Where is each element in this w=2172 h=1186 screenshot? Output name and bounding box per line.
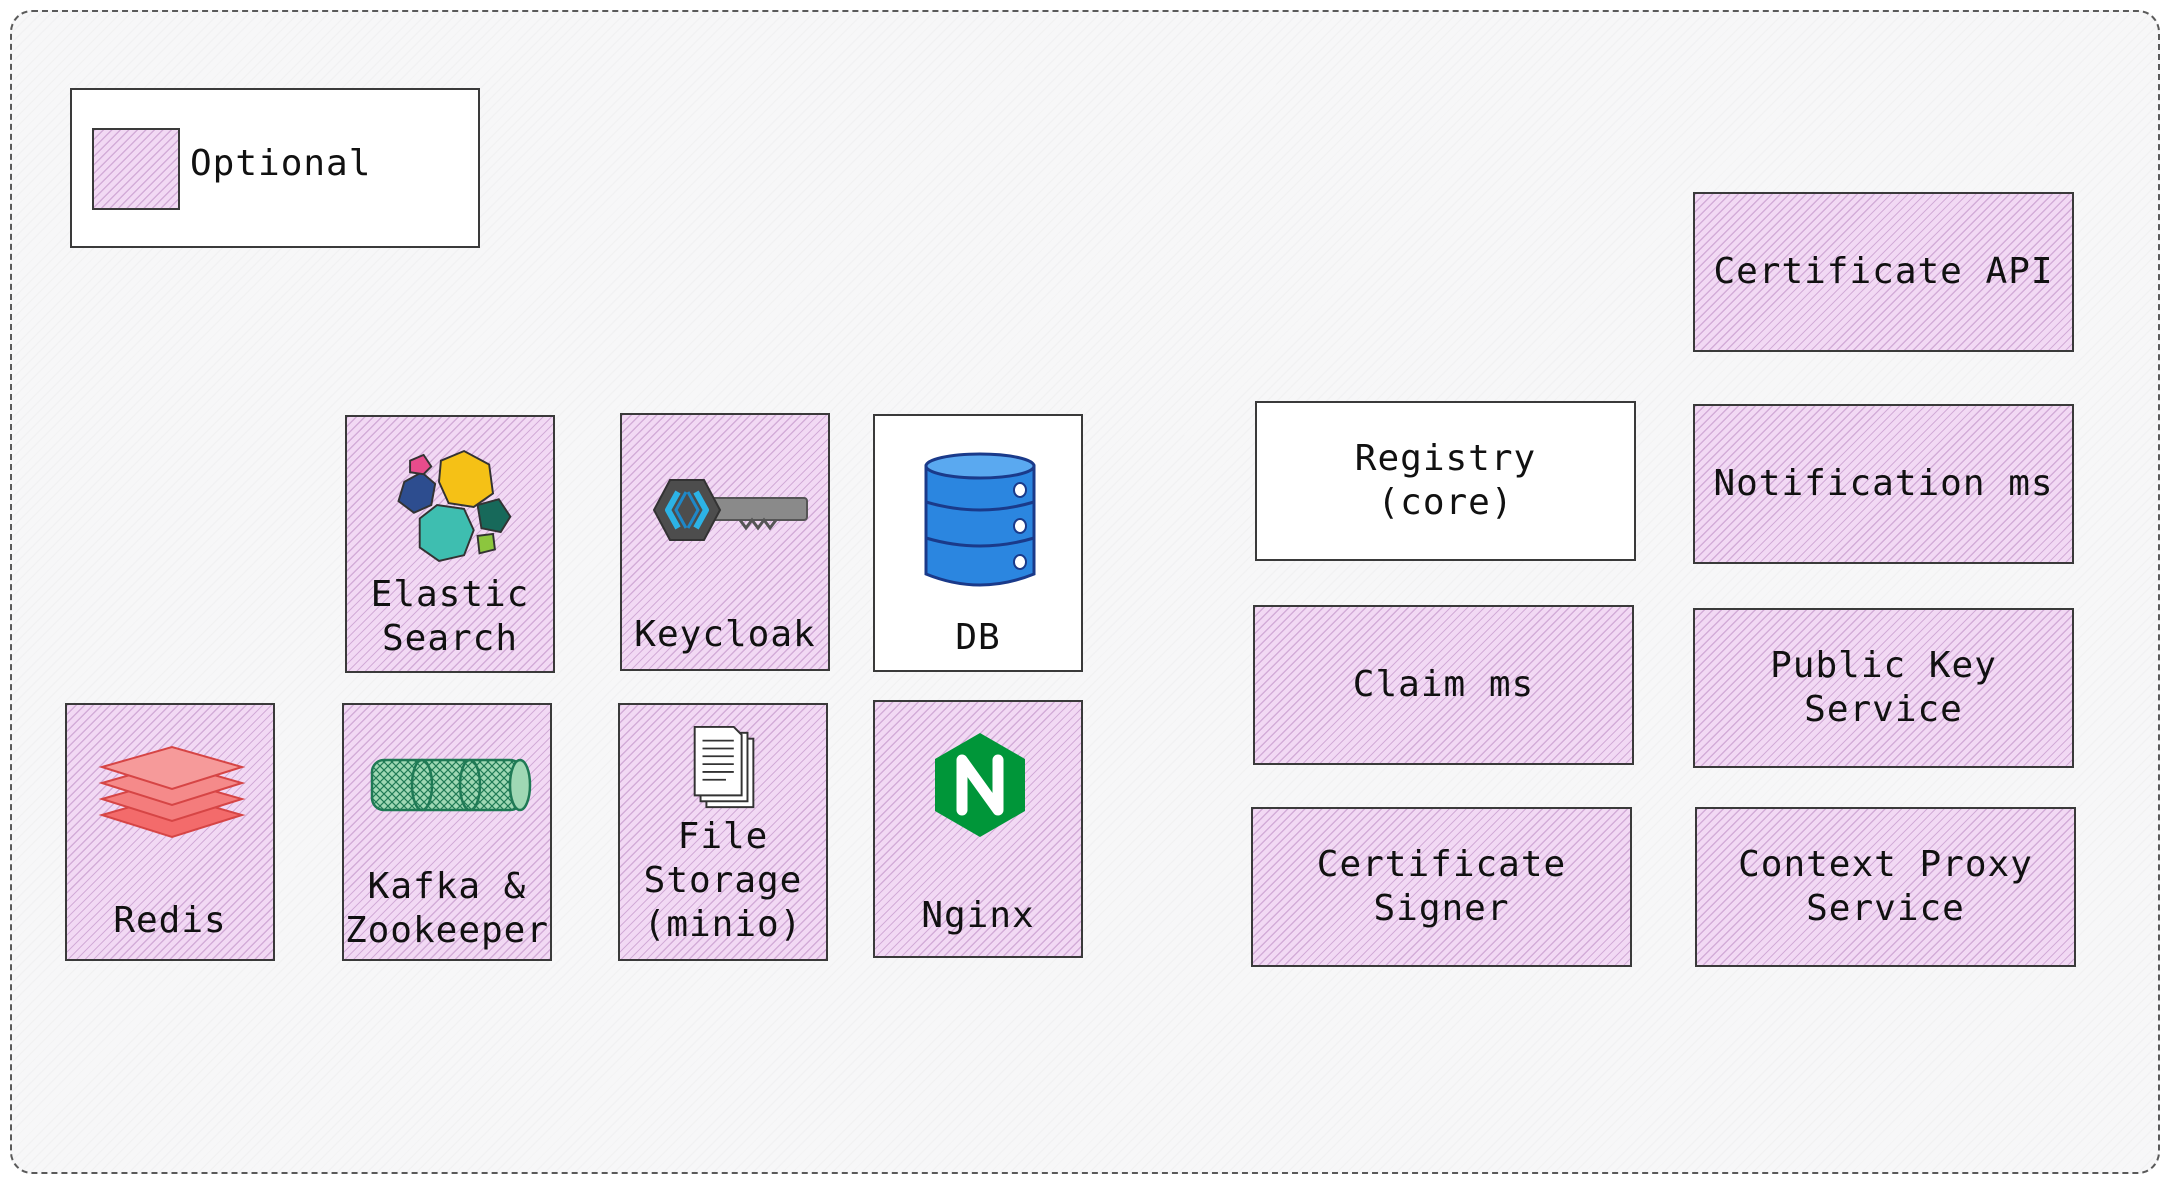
kafka-tube-icon — [370, 758, 532, 812]
documents-icon — [693, 725, 755, 809]
database-icon — [924, 452, 1036, 587]
keycloak-icon — [652, 479, 808, 541]
keycloak-box[interactable]: Keycloak — [620, 413, 830, 671]
certificate-signer-box[interactable]: Certificate Signer — [1251, 807, 1632, 967]
keycloak-label: Keycloak — [634, 614, 816, 656]
certificate-api-label: Certificate API — [1713, 251, 2054, 293]
notification-ms-label: Notification ms — [1713, 463, 2054, 505]
legend-optional-swatch — [92, 128, 180, 210]
elasticsearch-icon — [397, 449, 512, 563]
certificate-api-box[interactable]: Certificate API — [1693, 192, 2074, 352]
public-key-service-box[interactable]: Public Key Service — [1693, 608, 2074, 768]
context-proxy-service-label: Context Proxy Service — [1738, 844, 2033, 929]
elastic-search-box[interactable]: Elastic Search — [345, 415, 555, 673]
nginx-box[interactable]: Nginx — [873, 700, 1083, 958]
elastic-search-label: Elastic Search — [370, 574, 530, 660]
legend: Optional — [70, 88, 480, 248]
legend-optional-label: Optional — [190, 143, 372, 184]
redis-label: Redis — [113, 900, 227, 942]
certificate-signer-label: Certificate Signer — [1316, 844, 1567, 929]
kafka-zookeeper-label: Kafka & Zookeeper — [344, 866, 550, 952]
db-box[interactable]: DB — [873, 414, 1083, 672]
file-storage-label: File Storage (minio) — [643, 816, 803, 946]
nginx-label: Nginx — [921, 895, 1035, 937]
kafka-zookeeper-box[interactable]: Kafka & Zookeeper — [342, 703, 552, 961]
registry-core-label: Registry (core) — [1354, 438, 1537, 523]
redis-layers-icon — [98, 745, 246, 839]
notification-ms-box[interactable]: Notification ms — [1693, 404, 2074, 564]
claim-ms-box[interactable]: Claim ms — [1253, 605, 1634, 765]
claim-ms-label: Claim ms — [1352, 664, 1535, 706]
registry-core-box[interactable]: Registry (core) — [1255, 401, 1636, 561]
context-proxy-service-box[interactable]: Context Proxy Service — [1695, 807, 2076, 967]
public-key-service-label: Public Key Service — [1770, 645, 1997, 730]
file-storage-box[interactable]: File Storage (minio) — [618, 703, 828, 961]
redis-box[interactable]: Redis — [65, 703, 275, 961]
nginx-icon — [935, 733, 1025, 837]
db-label: DB — [955, 617, 1001, 659]
